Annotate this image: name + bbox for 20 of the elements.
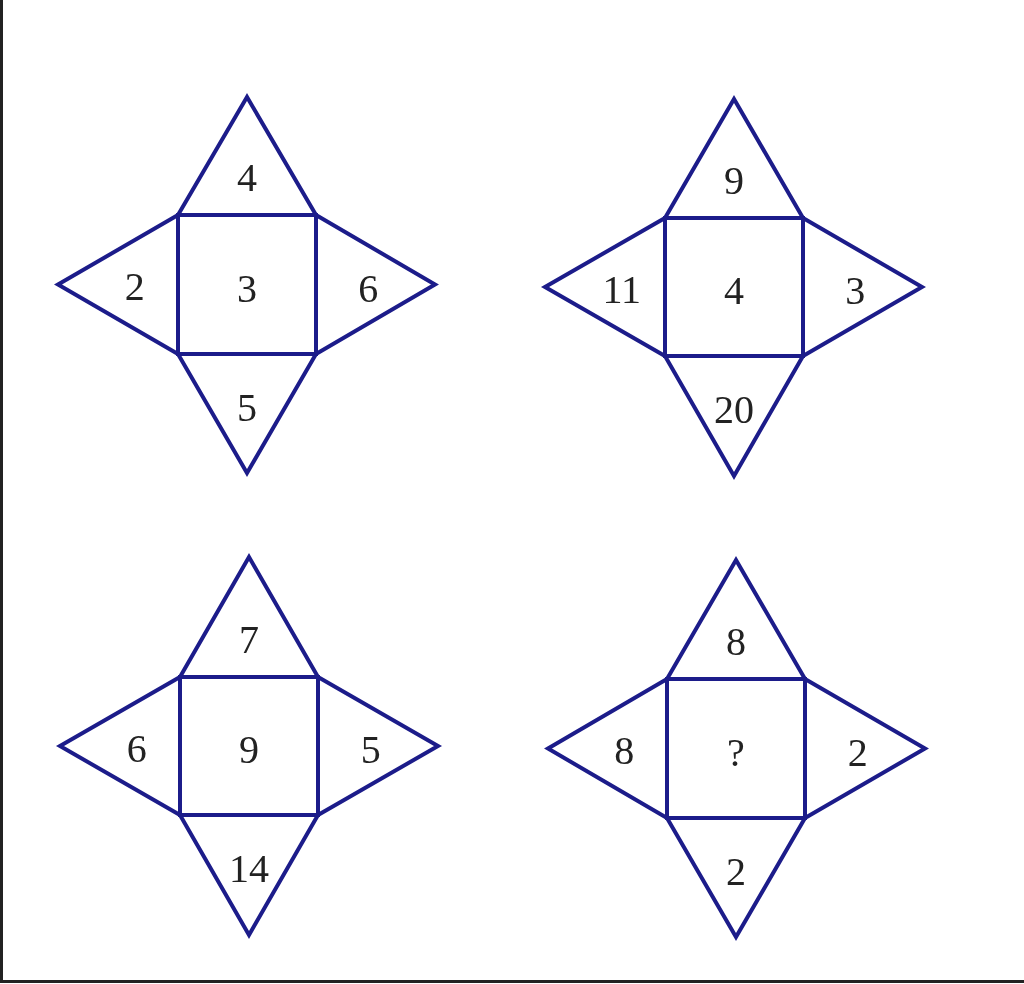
number-label: 3 <box>237 268 257 309</box>
number-label: 8 <box>726 622 746 663</box>
number-label: 2 <box>847 732 868 773</box>
number-label: 11 <box>602 269 642 310</box>
number-label: 8 <box>614 731 635 772</box>
number-label: 4 <box>237 158 257 199</box>
number-label: ? <box>727 732 745 773</box>
number-label: 7 <box>239 619 259 660</box>
number-label: 2 <box>124 267 145 308</box>
number-label: 5 <box>237 387 257 428</box>
number-label: 6 <box>358 268 379 309</box>
number-label: 2 <box>726 851 746 892</box>
number-label: 14 <box>229 849 269 889</box>
number-label: 6 <box>126 728 147 769</box>
number-label: 5 <box>360 730 381 771</box>
number-label: 9 <box>724 161 744 202</box>
number-label: 4 <box>724 271 744 312</box>
number-label: 20 <box>714 390 754 430</box>
number-label: 3 <box>845 271 866 312</box>
number-label: 9 <box>239 730 259 771</box>
